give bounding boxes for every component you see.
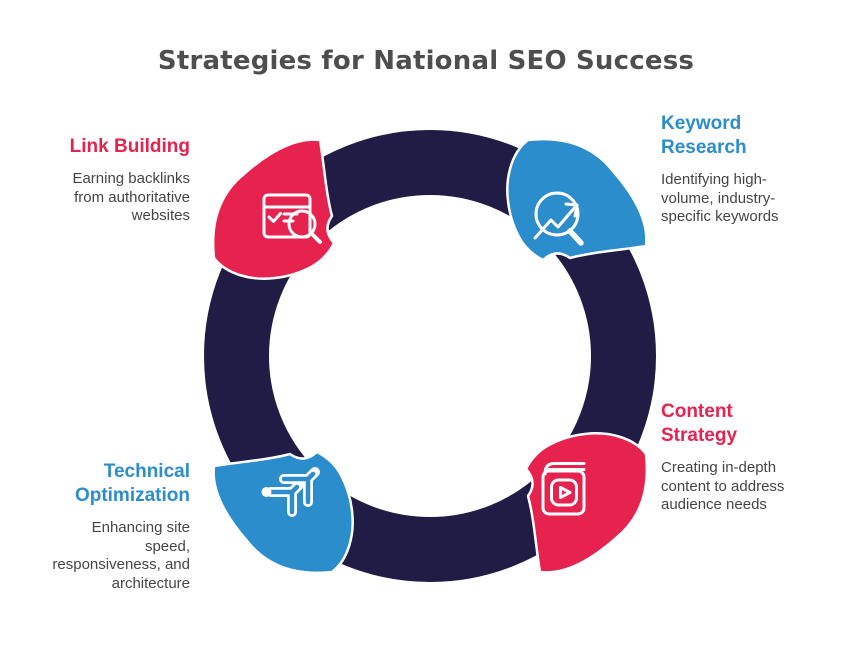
section-description: Earning backlinks from authoritative web… <box>72 170 190 224</box>
magnifier-handle <box>567 228 584 246</box>
search-trend-icon <box>533 191 584 246</box>
section-heading: Link Building <box>69 136 190 157</box>
section-description: Creating in-depth content to address aud… <box>661 459 785 513</box>
magnifier-handle <box>309 231 322 244</box>
section-keyword-research: Keyword Research Identifying high-volume… <box>661 112 801 227</box>
play-button-frame <box>550 478 578 507</box>
checkmark-shape <box>267 212 282 223</box>
section-description: Enhancing site speed, responsiveness, an… <box>52 519 190 592</box>
section-content-strategy: Content Strategy Creating in-depth conte… <box>661 400 801 515</box>
play-triangle <box>559 486 572 499</box>
page-title: Strategies for National SEO Success <box>157 46 695 76</box>
dot-shape <box>261 487 272 497</box>
section-technical-optimization: Technical Optimization Enhancing site sp… <box>50 460 190 593</box>
section-heading: Technical Optimization <box>74 461 190 506</box>
browser-window-shape <box>262 193 312 239</box>
magnifier-lens <box>287 209 317 239</box>
arrow-large-point-fill <box>305 471 316 482</box>
section-heading: Content Strategy <box>661 401 738 446</box>
book-cover-shape <box>541 469 586 516</box>
magnifier-lens <box>534 191 580 237</box>
video-book-icon <box>541 462 586 516</box>
arrow-small-point-fill <box>289 484 300 495</box>
section-link-building: Link Building Earning backlinks from aut… <box>50 135 190 226</box>
growth-arrows-icon <box>261 467 320 517</box>
arrowhead-shape <box>564 202 579 218</box>
section-heading: Keyword Research <box>661 113 747 158</box>
site-audit-icon <box>262 193 322 244</box>
petal-link-building <box>211 138 336 280</box>
cycle-ring <box>204 130 656 582</box>
trend-line <box>533 204 578 240</box>
petal-technical-optimization <box>212 450 354 575</box>
section-description: Identifying high-volume, industry-specif… <box>661 171 779 225</box>
